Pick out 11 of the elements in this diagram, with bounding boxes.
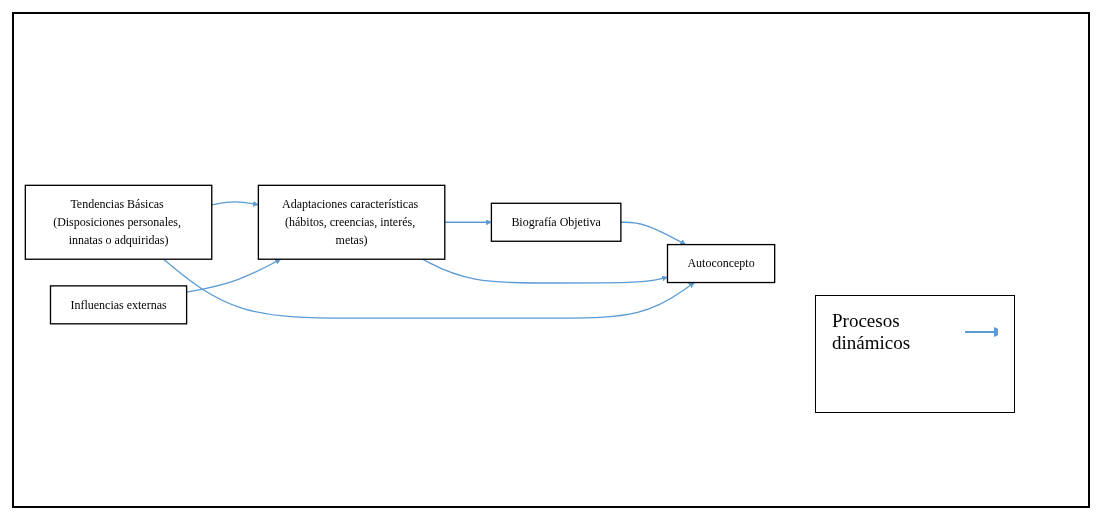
- arrow: [211, 201, 259, 208]
- arrow: [444, 219, 492, 226]
- arrow: [620, 222, 686, 246]
- arrow: [162, 259, 695, 320]
- node-box: Autoconcepto: [666, 244, 776, 284]
- arrow: [421, 259, 668, 285]
- node-box: Influencias externas: [49, 285, 188, 325]
- node-box: Tendencias Básicas (Disposiciones personales, innatas o adquiridas): [24, 185, 213, 261]
- legend-label: Procesos dinámicos: [832, 310, 912, 354]
- node-box: Biografía Objetiva: [490, 203, 622, 243]
- node-box: Adaptaciones características (hábitos, creencias, interés, metas): [257, 185, 446, 261]
